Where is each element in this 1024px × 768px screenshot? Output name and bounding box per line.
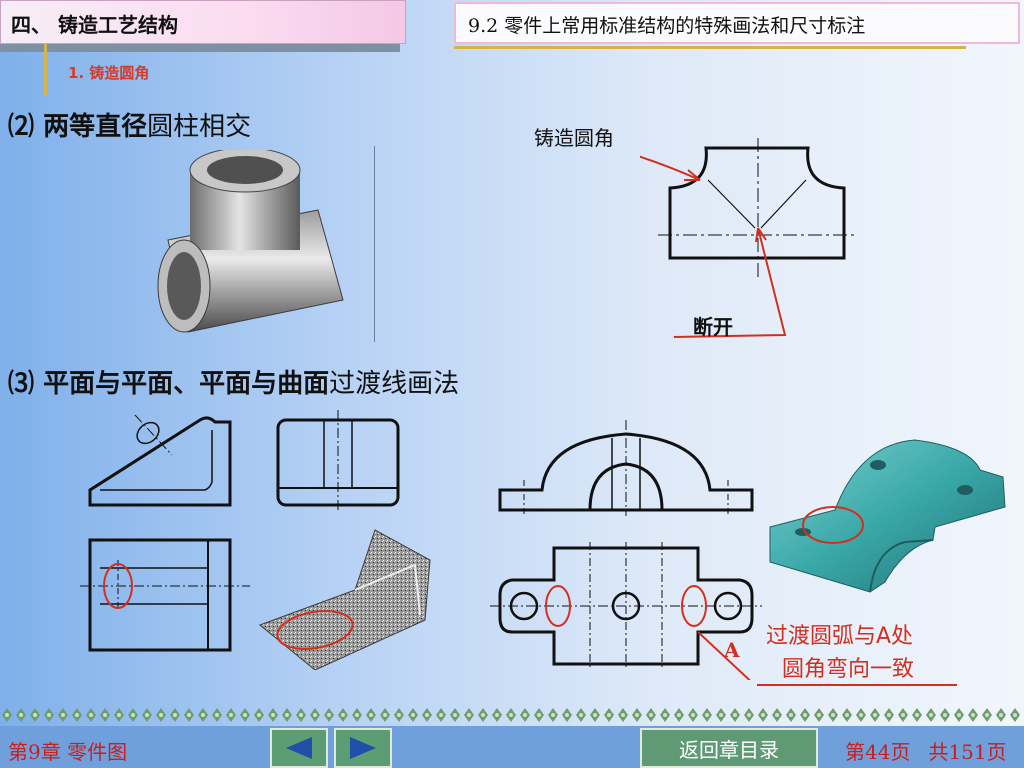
chapter-label: 第9章 零件图 (8, 740, 128, 764)
break-label: 断开 (693, 315, 733, 339)
tee-fitting-image (157, 150, 344, 333)
section-underline (0, 44, 400, 52)
heading-number: ⑶ (8, 369, 35, 399)
transition-note-line2: 圆角弯向一致 (782, 657, 915, 682)
saddle-3d-image (769, 439, 1006, 593)
triangle-right-icon (350, 737, 376, 759)
footer-bar (0, 726, 1024, 768)
gold-divider (454, 46, 966, 49)
item-label: 1. 铸造圆角 (68, 64, 150, 82)
footer-decoration (0, 706, 1024, 724)
triangle-left-icon (286, 737, 312, 759)
saddle-drawings (490, 420, 762, 680)
heading-light-text: 过渡线画法 (329, 369, 460, 399)
bracket-drawings (80, 410, 400, 652)
heading-transition-lines: ⑶ 平面与平面、平面与曲面过渡线画法 (8, 363, 459, 400)
total-pages: 共151页 (928, 740, 1007, 764)
heading-bold-text: 两等直径 (43, 112, 148, 142)
heading-light-text: 圆柱相交 (147, 112, 252, 142)
heading-number: ⑵ (8, 112, 35, 142)
heading-bold-text: 平面与平面、平面与曲面 (43, 369, 330, 399)
bracket-3d-image (259, 529, 431, 670)
gold-vertical-divider (44, 44, 47, 96)
subtitle: 9.2 零件上常用标准结构的特殊画法和尺寸标注 (468, 15, 866, 37)
subtitle-box: 9.2 零件上常用标准结构的特殊画法和尺寸标注 (454, 2, 1020, 44)
prev-page-button[interactable] (270, 728, 328, 768)
next-page-button[interactable] (334, 728, 392, 768)
divider-line (374, 146, 375, 342)
section-tab: 四、 铸造工艺结构 (0, 0, 406, 44)
section-title: 四、 铸造工艺结构 (11, 13, 178, 37)
transition-note-line1: 过渡圆弧与A处 (766, 624, 914, 649)
casting-round-label: 铸造圆角 (534, 126, 614, 150)
page-info: 第44页共151页 (845, 736, 1024, 765)
point-a-label: A (724, 638, 740, 662)
note-underline (757, 684, 957, 686)
tee-drawing (640, 138, 854, 338)
current-page: 第44页 (845, 740, 911, 764)
back-to-chapter-button[interactable]: 返回章目录 (640, 728, 818, 768)
heading-two-cylinders: ⑵ 两等直径圆柱相交 (8, 106, 251, 143)
